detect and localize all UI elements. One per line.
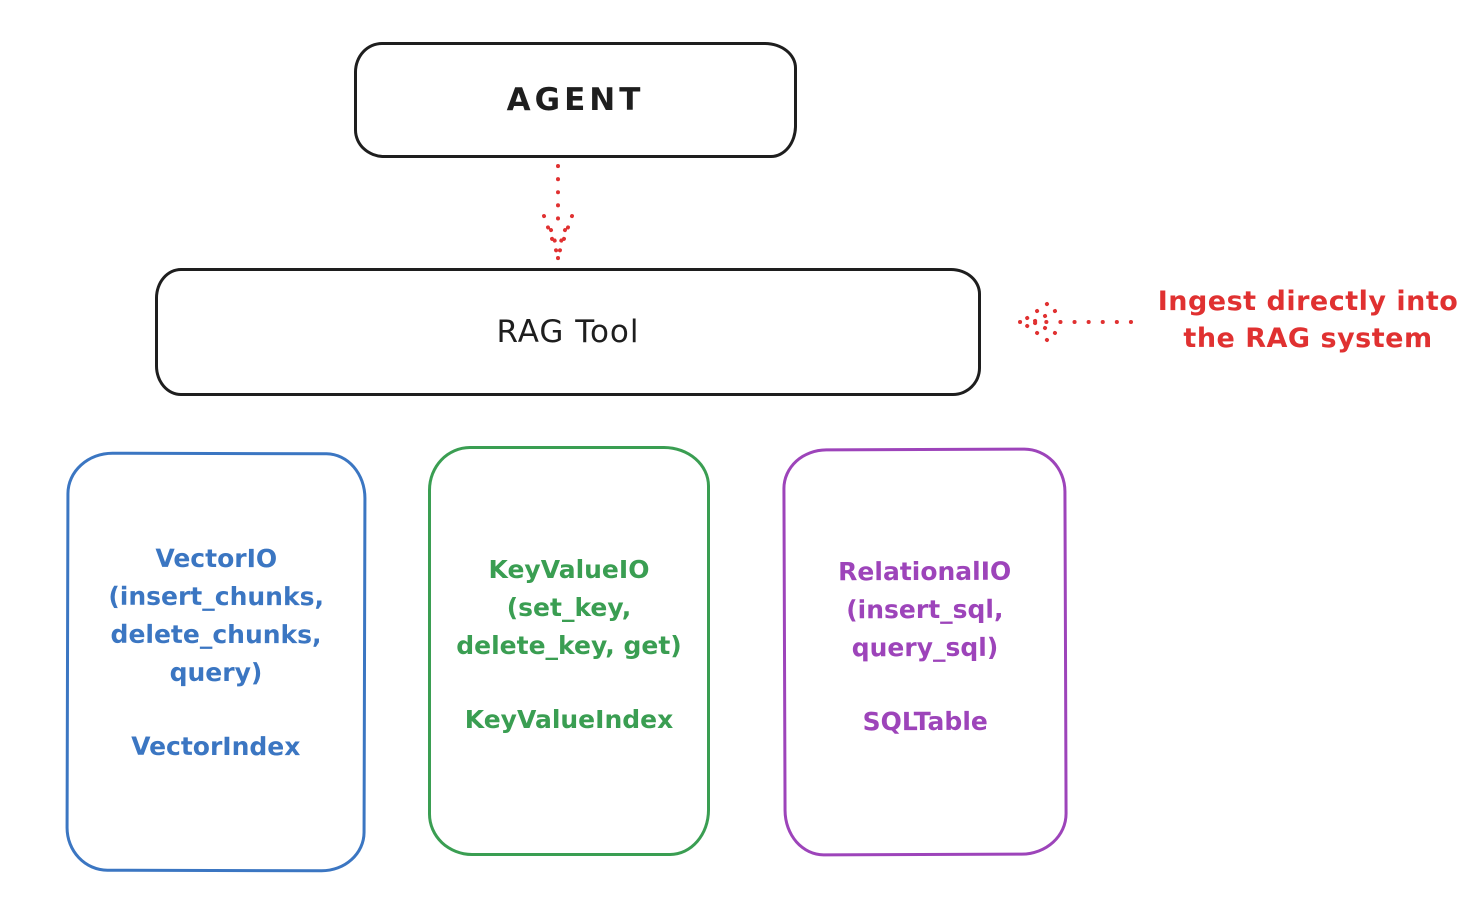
rag-tool-node: RAG Tool [155, 268, 981, 396]
ingest-arrow-icon [1018, 302, 1133, 342]
agent-node: AGENT [354, 42, 797, 158]
rag-tool-label: RAG Tool [496, 314, 640, 350]
vector-index-label: VectorIndex [131, 731, 301, 762]
relational-io-label: RelationalIO (insert_sql, query_sql) [838, 556, 1012, 663]
vector-io-node: VectorIO (insert_chunks, delete_chunks, … [65, 451, 367, 873]
relational-io-node: RelationalIO (insert_sql, query_sql) SQL… [782, 447, 1068, 857]
sql-table-label: SQLTable [862, 706, 988, 737]
vector-io-label: VectorIO (insert_chunks, delete_chunks, … [108, 543, 325, 688]
key-value-io-node: KeyValueIO (set_key, delete_key, get) Ke… [428, 446, 710, 856]
key-value-io-label: KeyValueIO (set_key, delete_key, get) [456, 555, 682, 660]
ingest-annotation: Ingest directly into the RAG system [1157, 286, 1459, 354]
key-value-index-label: KeyValueIndex [464, 705, 674, 734]
agent-to-ragtool-arrow-icon [542, 164, 574, 261]
agent-label: AGENT [506, 82, 645, 118]
